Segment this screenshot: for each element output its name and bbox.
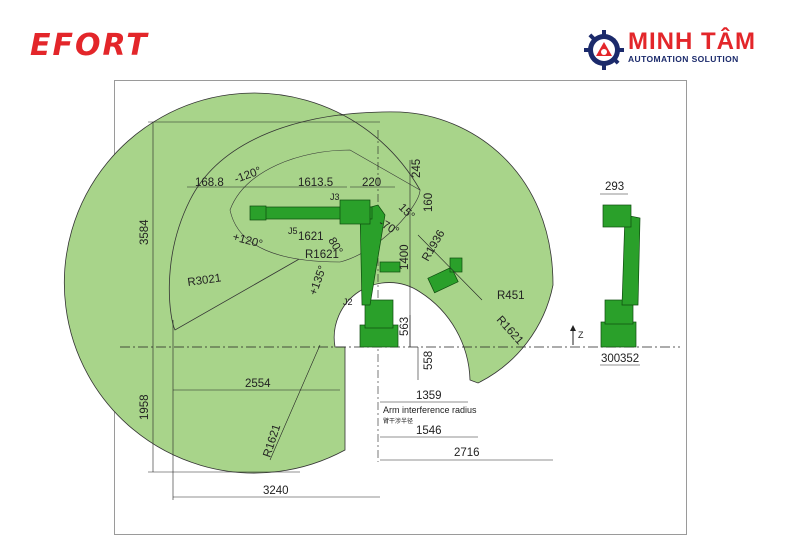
label-j2: J2 <box>343 297 353 307</box>
dim-2716: 2716 <box>454 447 480 459</box>
dim-1400: 1400 <box>399 244 411 270</box>
efort-logo: EFORT <box>30 28 149 63</box>
dim-r451: R451 <box>497 290 525 302</box>
dim-3584: 3584 <box>139 219 151 245</box>
dim-r3021: R3021 <box>187 272 222 289</box>
dim-160: 160 <box>423 193 435 212</box>
dim-3240: 3240 <box>263 485 289 497</box>
robot-side-view <box>600 204 641 348</box>
z-arrow-head <box>570 325 576 331</box>
robot-front-view <box>249 199 401 348</box>
tool-folded <box>427 257 463 294</box>
dim-300: 300 <box>601 353 620 365</box>
dim-563: 563 <box>399 317 411 336</box>
minh-tam-logo: MINH TÂM AUTOMATION SOLUTION <box>584 28 774 72</box>
dim-352: 352 <box>620 353 639 365</box>
work-envelope <box>63 92 554 474</box>
dim-1546: 1546 <box>416 425 442 437</box>
dim-1621-arm: 1621 <box>298 231 324 243</box>
dim-168-8: 168.8 <box>195 177 224 189</box>
minh-tam-subtitle: AUTOMATION SOLUTION <box>628 54 739 64</box>
dim-220: 220 <box>362 177 381 189</box>
dim-558: 558 <box>423 351 435 370</box>
arm-interference-label: Arm interference radius <box>383 405 477 415</box>
gear-icon <box>584 30 624 70</box>
minh-tam-brand: MINH TÂM <box>628 28 756 55</box>
dim-r1621-mid: R1621 <box>305 249 339 261</box>
dimension-lines <box>148 121 640 500</box>
dim-1613-5: 1613.5 <box>298 177 333 189</box>
z-label: Z <box>578 330 584 340</box>
label-j3: J3 <box>330 192 340 202</box>
dim-1359: 1359 <box>416 390 442 402</box>
label-j5: J5 <box>288 226 298 236</box>
dim-1958: 1958 <box>139 394 151 420</box>
dim-2554: 2554 <box>245 378 271 390</box>
dim-293: 293 <box>605 181 624 193</box>
arm-interference-cn: 臂干涉半径 <box>383 417 413 425</box>
dim-245: 245 <box>411 159 423 178</box>
